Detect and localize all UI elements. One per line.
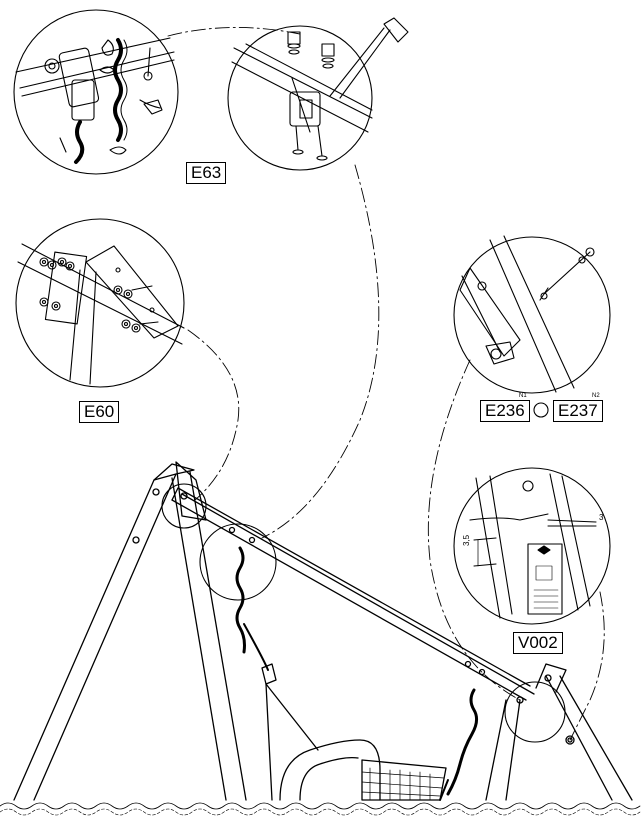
right-front-leg-outer	[505, 699, 521, 801]
seat-rim	[279, 739, 381, 801]
dimension-height: 3,5	[462, 534, 471, 546]
label-e60: E60	[79, 401, 120, 423]
leader-e63b-to-beam	[261, 164, 380, 539]
top-beam-lower	[171, 499, 527, 701]
leader-e60-to-joint	[187, 329, 240, 501]
leader-e236-to-joint	[427, 359, 521, 701]
detail-e236	[453, 235, 611, 394]
superscript-n1: N1	[519, 393, 527, 399]
label-e237: E237	[553, 400, 603, 422]
e236-e237-connector-icon	[533, 402, 549, 418]
detail-e60	[15, 218, 185, 388]
leader-v002-to-joint	[569, 591, 605, 741]
label-e63: E63	[186, 162, 227, 184]
ground-line	[0, 802, 641, 810]
leader-lines	[167, 27, 605, 741]
label-e236: E236	[480, 400, 530, 422]
left-rear-leg-outer	[189, 471, 247, 801]
dimension-gap: 3	[599, 513, 604, 522]
detail-e63-right	[227, 17, 409, 171]
left-front-leg	[13, 473, 177, 801]
right-rear-leg-outer	[559, 675, 633, 801]
detail-e63-left	[13, 9, 179, 175]
left-rear-leg-inner	[171, 477, 227, 801]
detail-v002	[453, 467, 611, 625]
leader-e63-to-beam	[167, 27, 301, 37]
label-v002: V002	[513, 632, 563, 654]
swing-frame	[13, 461, 633, 801]
frame-callout-circles	[161, 483, 566, 743]
top-beam-upper	[177, 487, 531, 687]
superscript-n2: N2	[592, 393, 600, 399]
safety-label-plate	[527, 543, 563, 615]
right-rear-leg-inner	[545, 675, 613, 801]
right-front-leg-inner	[485, 699, 507, 801]
